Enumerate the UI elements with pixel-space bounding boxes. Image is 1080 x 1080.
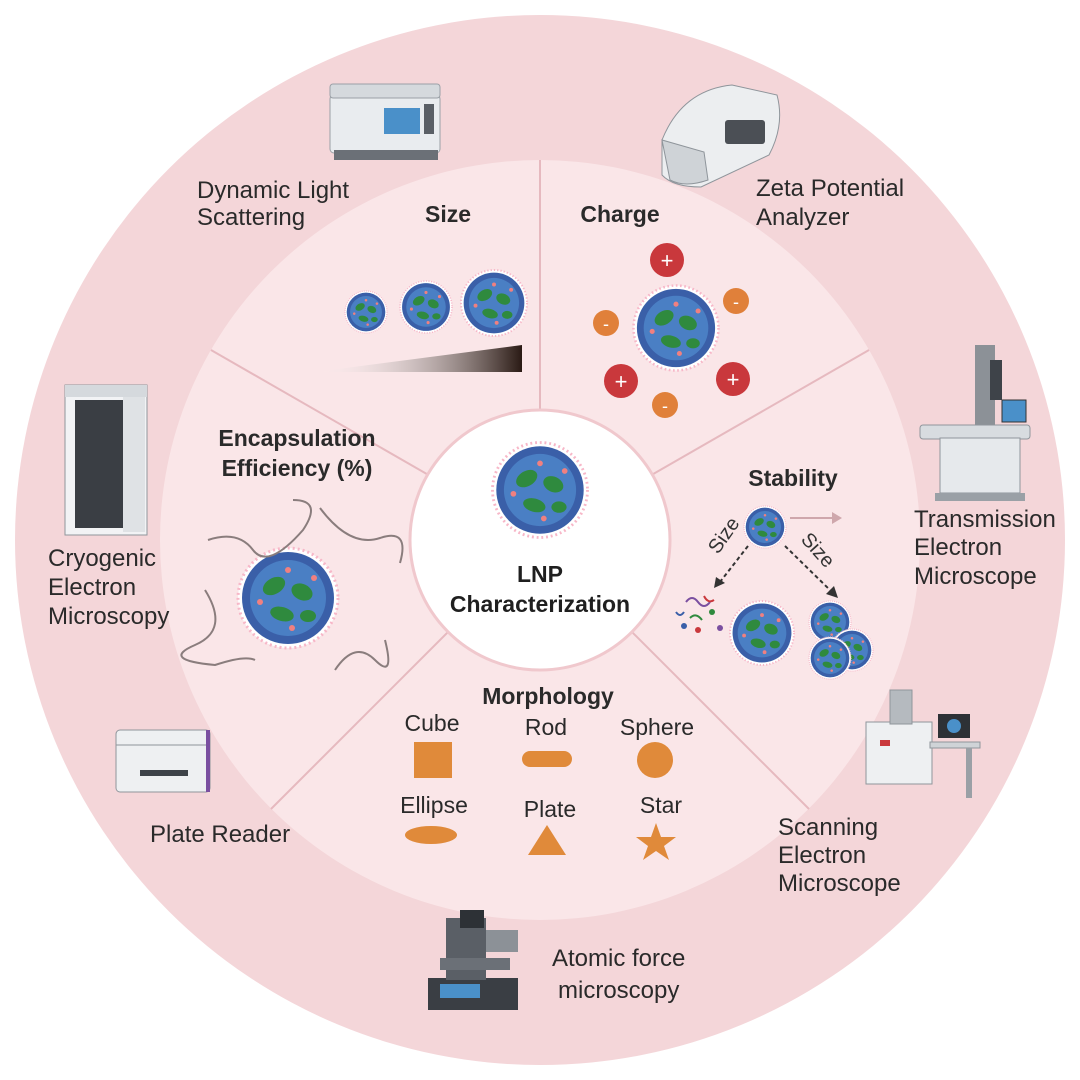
aggregate-arrow [784, 545, 833, 593]
negative-charge-icon: - [652, 392, 678, 418]
svg-text:+: + [661, 248, 674, 273]
encapsulation-title-line2: Efficiency (%) [222, 455, 373, 481]
dls-label-line2: Scattering [197, 204, 305, 231]
plate-reader-icon [115, 729, 211, 793]
plate-label: Plate [524, 796, 576, 822]
negative-charge-icon: - [723, 288, 749, 314]
size-title: Size [425, 201, 471, 227]
star-label: Star [640, 792, 683, 818]
stable-arrow-head [832, 512, 842, 524]
free-strands-icon [180, 499, 404, 671]
afm-instrument-icon [428, 910, 518, 1010]
center-hub: LNP Characterization [408, 408, 672, 672]
svg-text:+: + [727, 367, 740, 392]
tem-label-line3: Microscope [914, 563, 1037, 590]
plate-shape-icon [528, 825, 566, 855]
morphology-title: Morphology [482, 683, 614, 709]
aggregate-lnp-icon [808, 636, 852, 680]
sphere-label: Sphere [620, 714, 694, 740]
small-lnp-icon [344, 290, 388, 334]
rod-shape-icon [522, 751, 572, 767]
sphere-shape-icon [637, 742, 673, 778]
sem-label-line3: Microscope [778, 870, 901, 897]
sem-label-line2: Electron [778, 842, 866, 869]
aggregate-arrow-head [826, 586, 838, 598]
center-title-line1: LNP [517, 561, 563, 587]
zeta-instrument-icon [661, 84, 781, 188]
svg-text:-: - [662, 396, 668, 416]
afm-label-line2: microscopy [558, 977, 679, 1004]
medium-lnp-icon [399, 280, 453, 334]
cube-label: Cube [405, 710, 460, 736]
sector-encapsulation: Encapsulation Efficiency (%) [180, 425, 404, 671]
star-shape-icon [636, 823, 676, 860]
negative-charge-icon: - [593, 310, 619, 336]
sector-morphology: Morphology Cube Rod Sphere Ellipse Plate… [400, 683, 694, 860]
positive-charge-icon: + [716, 362, 750, 396]
plate-reader-label: Plate Reader [150, 821, 290, 848]
degraded-lnp-icon [729, 600, 795, 666]
fragments-icon [675, 595, 723, 633]
degrade-arrow-head [714, 577, 725, 588]
center-title-line2: Characterization [450, 591, 630, 617]
degrade-arrow [719, 545, 749, 583]
positive-charge-icon: + [604, 364, 638, 398]
large-lnp-icon [460, 269, 528, 337]
rod-label: Rod [525, 714, 567, 740]
encapsulation-lnp-icon [236, 546, 340, 650]
ellipse-label: Ellipse [400, 792, 468, 818]
afm-label-line1: Atomic force [552, 945, 685, 972]
sector-charge: Charge + + + - - - [580, 201, 750, 418]
ellipse-shape-icon [405, 826, 457, 844]
encapsulation-title-line1: Encapsulation [218, 425, 375, 451]
dls-instrument-icon [329, 83, 441, 160]
cryo-em-label-line2: Electron [48, 574, 136, 601]
tem-label-line1: Transmission [914, 506, 1056, 533]
charge-lnp-icon [632, 284, 720, 372]
sector-dividers [210, 160, 870, 810]
charge-title: Charge [580, 201, 659, 227]
stable-lnp-icon [743, 505, 787, 549]
tem-instrument-icon [919, 345, 1031, 501]
size-gradient-wedge [315, 345, 522, 372]
sem-instrument-icon [865, 689, 981, 798]
tem-label-line2: Electron [914, 534, 1002, 561]
sem-label-line1: Scanning [778, 814, 878, 841]
cube-shape-icon [414, 742, 452, 778]
zeta-label-line1: Zeta Potential [756, 175, 904, 202]
zeta-label-line2: Analyzer [756, 204, 849, 231]
svg-text:-: - [603, 314, 609, 334]
positive-charge-icon: + [650, 243, 684, 277]
sector-size: Size [315, 201, 528, 372]
svg-text:-: - [733, 292, 739, 312]
center-lnp-icon [491, 441, 589, 539]
cryo-em-label-line1: Cryogenic [48, 545, 156, 572]
svg-text:+: + [615, 369, 628, 394]
cryo-em-instrument-icon [64, 384, 148, 536]
cryo-em-label-line3: Microscopy [48, 603, 169, 630]
stability-title: Stability [748, 465, 838, 491]
dls-label-line1: Dynamic Light [197, 177, 349, 204]
